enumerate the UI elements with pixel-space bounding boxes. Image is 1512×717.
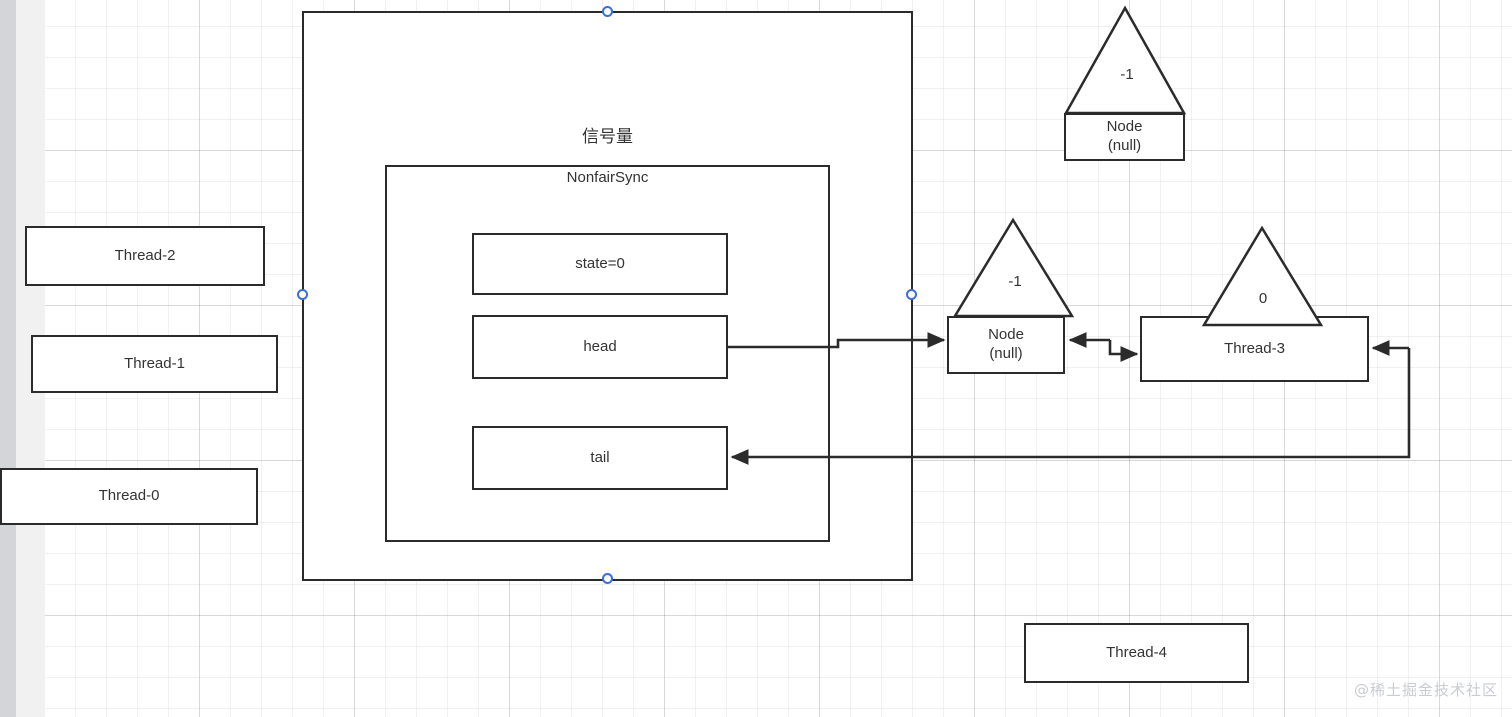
thread-box-thread-1[interactable]: Thread-1 bbox=[31, 335, 278, 393]
thread-box-thread-0[interactable]: Thread-0 bbox=[0, 468, 258, 525]
semaphore-container-title: 信号量 bbox=[582, 127, 633, 146]
left-rail-outer bbox=[0, 0, 16, 717]
handle-bottom[interactable] bbox=[602, 573, 613, 584]
handle-left[interactable] bbox=[297, 289, 308, 300]
thread-box-thread-4[interactable]: Thread-4 bbox=[1024, 623, 1249, 683]
thread-box-thread-2[interactable]: Thread-2 bbox=[25, 226, 265, 286]
field-state[interactable]: state=0 bbox=[472, 233, 728, 295]
nonfairsync-container-title: NonfairSync bbox=[566, 169, 649, 186]
node-box-thread-3[interactable]: Thread-3 bbox=[1140, 316, 1369, 382]
watermark: @稀土掘金技术社区 bbox=[1353, 681, 1498, 699]
node-box-head[interactable]: Node (null) bbox=[947, 316, 1065, 374]
handle-right[interactable] bbox=[906, 289, 917, 300]
handle-top[interactable] bbox=[602, 6, 613, 17]
field-tail[interactable]: tail bbox=[472, 426, 728, 490]
node-box-detached[interactable]: Node (null) bbox=[1064, 113, 1185, 161]
field-head[interactable]: head bbox=[472, 315, 728, 379]
